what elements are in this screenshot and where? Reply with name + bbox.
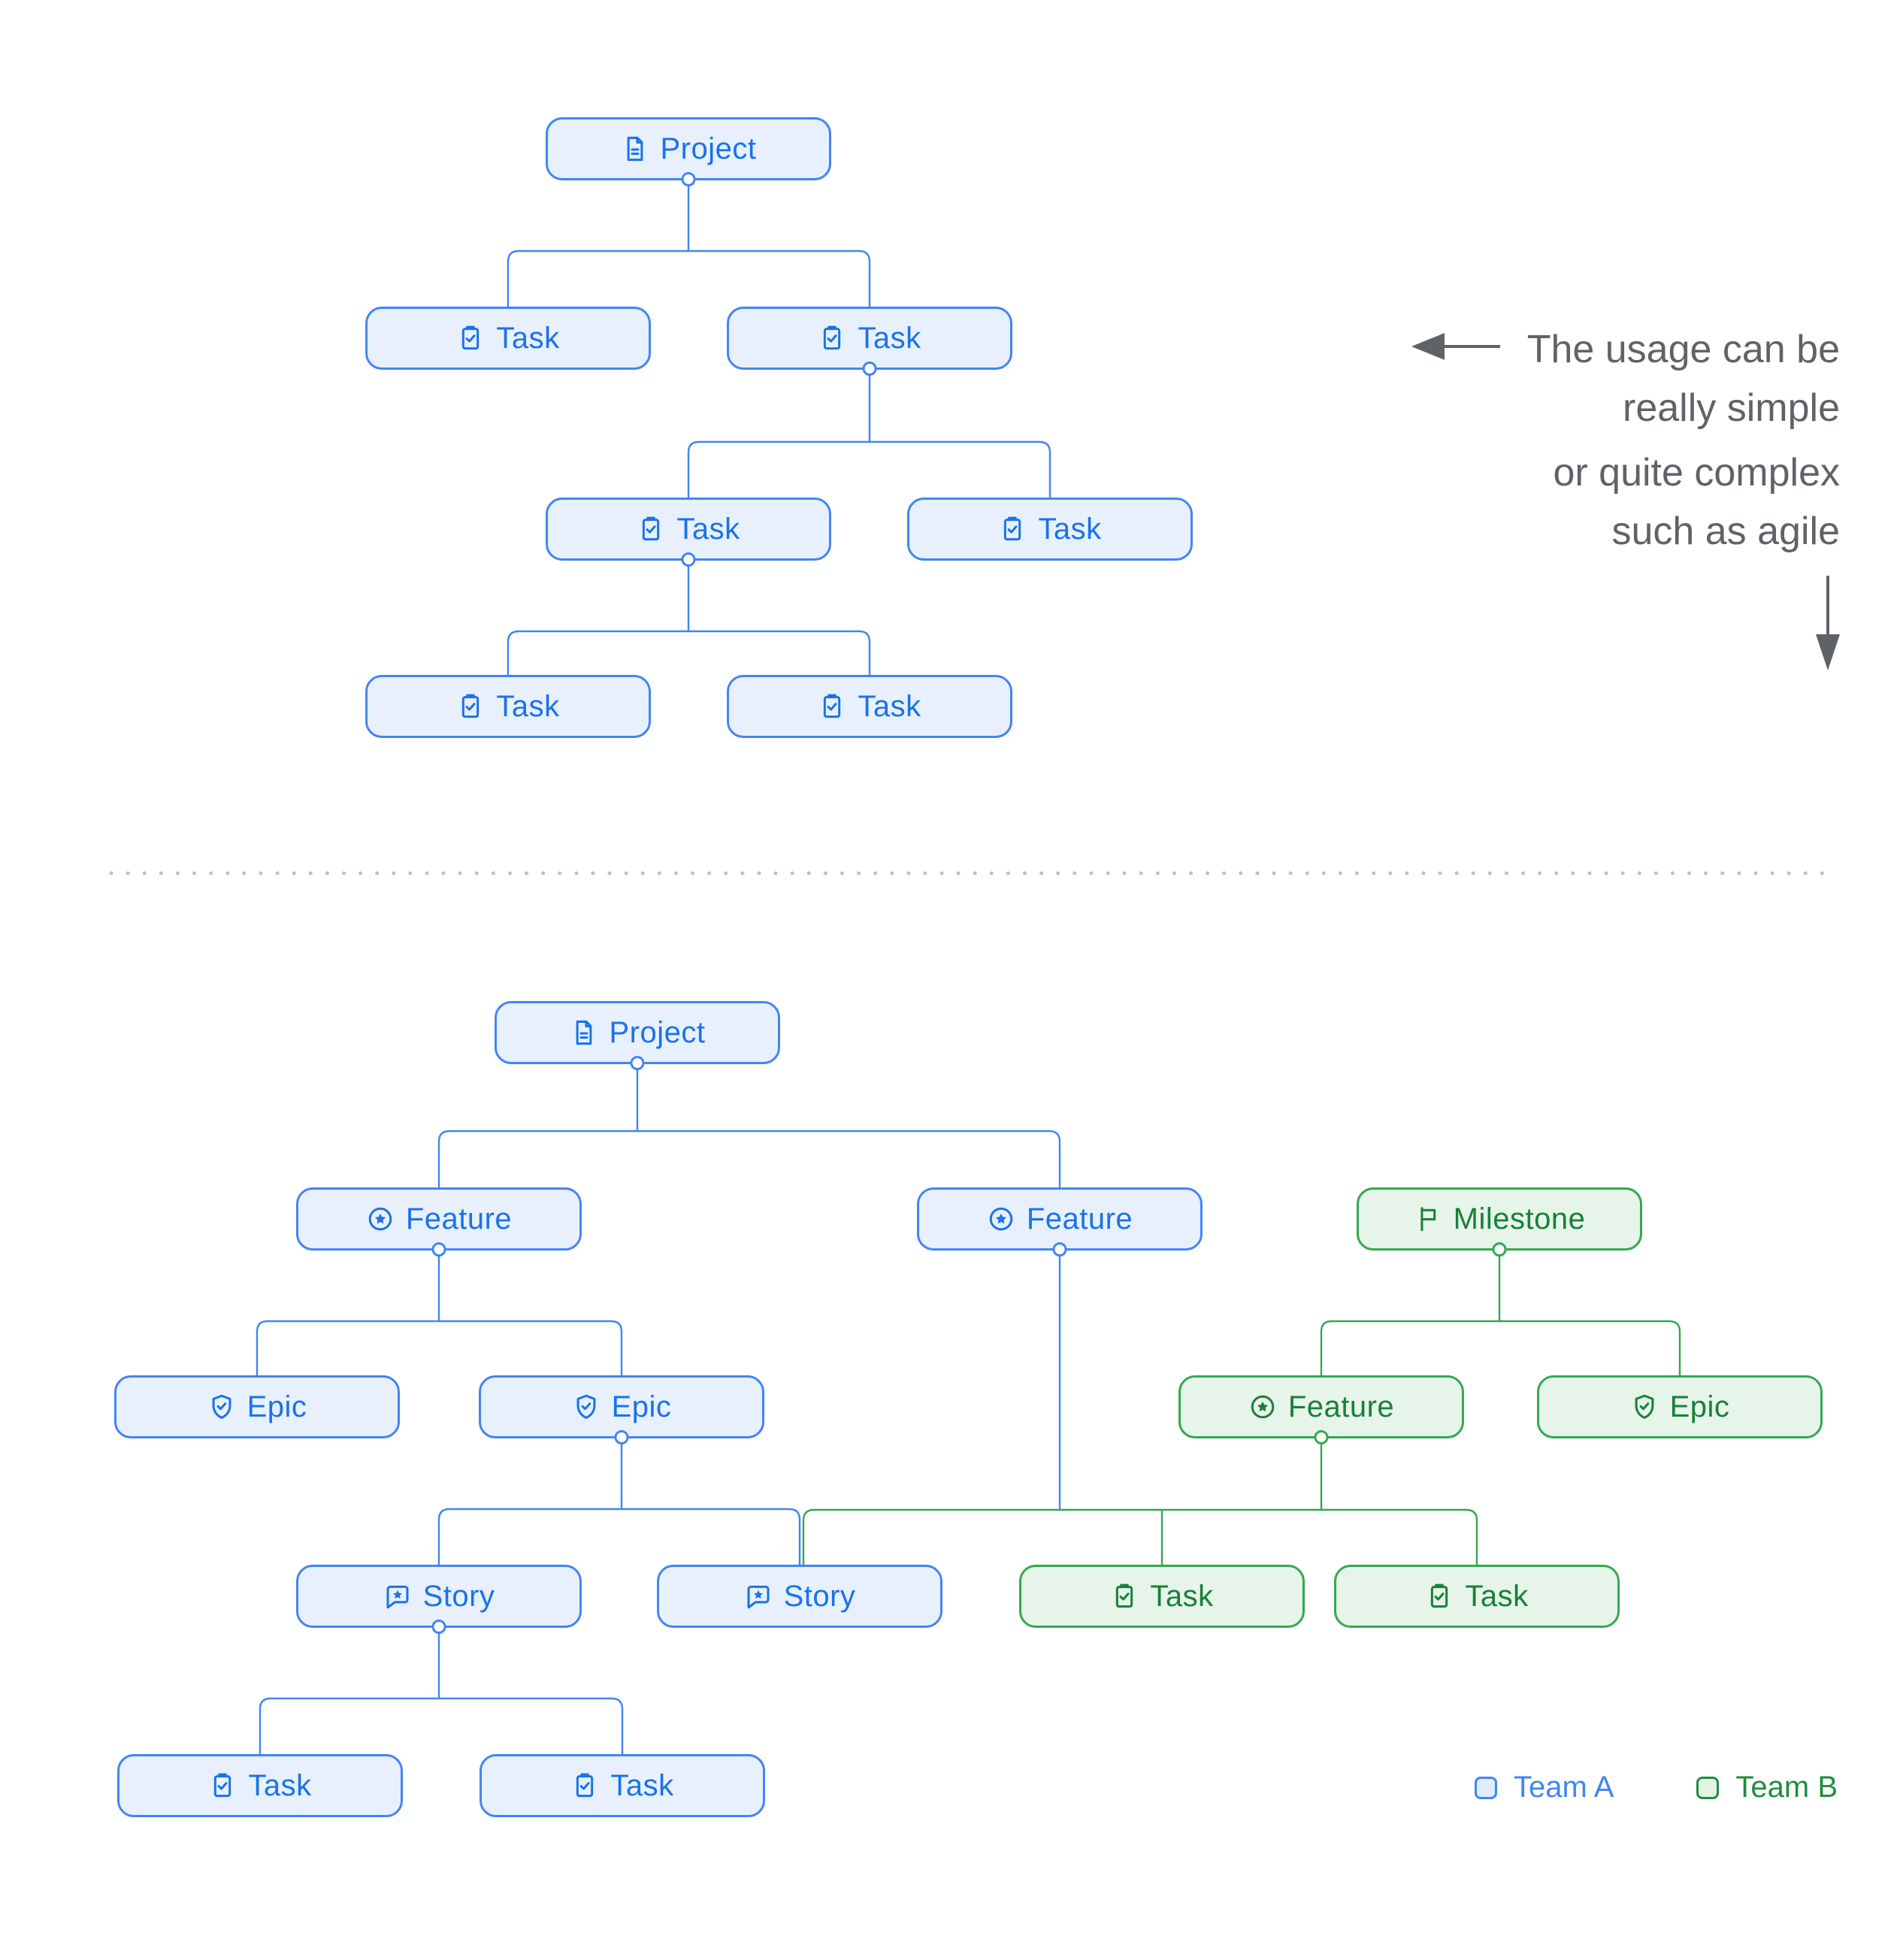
connector-port: [614, 1430, 629, 1444]
node-task-l1-right[interactable]: Task: [727, 307, 1012, 376]
node-story-2[interactable]: Story: [657, 1565, 942, 1628]
node-label: Epic: [247, 1390, 307, 1423]
node-feature-team-b[interactable]: Feature: [1178, 1375, 1464, 1444]
down-arrow: [1816, 576, 1840, 670]
node-task-bottom-1[interactable]: Task: [117, 1754, 403, 1817]
node-story-1[interactable]: Story: [296, 1565, 582, 1634]
shield-check-icon: [572, 1393, 601, 1421]
task-check-icon: [998, 515, 1027, 543]
node-task-bottom-2[interactable]: Task: [480, 1754, 765, 1817]
legend-label: Team A: [1514, 1771, 1614, 1804]
task-check-icon: [570, 1771, 599, 1800]
node-task-l1-left[interactable]: Task: [365, 307, 651, 370]
node-task-l2-left[interactable]: Task: [546, 498, 831, 567]
team-b-swatch: [1696, 1776, 1720, 1799]
node-label: Task: [1465, 1579, 1529, 1613]
connector-port: [1052, 1242, 1067, 1257]
story-bubble-icon: [383, 1582, 412, 1611]
node-label: Feature: [1026, 1202, 1133, 1236]
node-label: Task: [496, 321, 560, 355]
annotation-line: The usage can be: [1526, 328, 1840, 371]
connector-port: [1314, 1430, 1329, 1444]
node-label: Story: [783, 1579, 856, 1613]
annotation-line: or quite complex: [1553, 451, 1840, 495]
node-label: Task: [858, 321, 921, 355]
node-project-bottom[interactable]: Project: [495, 1001, 780, 1070]
node-label: Feature: [1287, 1390, 1395, 1423]
node-label: Milestone: [1453, 1202, 1586, 1236]
node-task-l3-right[interactable]: Task: [727, 675, 1012, 738]
node-feature-1[interactable]: Feature: [296, 1187, 582, 1257]
document-icon: [621, 135, 649, 163]
node-feature-2[interactable]: Feature: [917, 1187, 1203, 1257]
connector-port: [681, 552, 696, 567]
shield-check-icon: [207, 1393, 236, 1421]
task-check-icon: [637, 515, 665, 543]
node-label: Task: [1038, 512, 1102, 546]
task-check-icon: [1110, 1582, 1139, 1611]
annotation-line: really simple: [1623, 386, 1840, 430]
node-epic-team-b[interactable]: Epic: [1537, 1375, 1823, 1438]
legend-team-a: Team A: [1475, 1771, 1614, 1804]
bottom-tree-connectors-team-a: [256, 1064, 1061, 1754]
node-label: Task: [496, 689, 560, 723]
node-task-l3-left[interactable]: Task: [365, 675, 651, 738]
node-label: Story: [422, 1579, 495, 1613]
annotation-line: such as agile: [1611, 510, 1840, 553]
node-epic-1[interactable]: Epic: [114, 1375, 400, 1438]
flag-icon: [1414, 1205, 1442, 1233]
node-label: Task: [1150, 1579, 1214, 1613]
node-label: Task: [858, 689, 921, 723]
bottom-tree-connectors-team-b: [802, 1251, 1681, 1565]
task-check-icon: [456, 692, 485, 721]
annotation-complex: or quite complex such as agile: [1553, 443, 1840, 561]
top-tree-connectors: [507, 180, 1051, 675]
task-check-icon: [1425, 1582, 1454, 1611]
task-check-icon: [456, 324, 485, 352]
task-check-icon: [818, 324, 846, 352]
node-milestone[interactable]: Milestone: [1357, 1187, 1642, 1257]
legend: Team A Team B: [1475, 1771, 1838, 1804]
connector-port: [681, 172, 696, 186]
node-label: Task: [248, 1768, 312, 1802]
shield-check-icon: [1630, 1393, 1659, 1421]
node-label: Epic: [1669, 1390, 1730, 1423]
node-label: Epic: [611, 1390, 672, 1423]
connector-port: [1492, 1242, 1507, 1257]
connector-port: [431, 1620, 446, 1634]
task-check-icon: [818, 692, 846, 721]
connector-port: [630, 1056, 645, 1070]
star-circle-icon: [1248, 1393, 1277, 1421]
node-task-team-b-1[interactable]: Task: [1019, 1565, 1305, 1628]
story-bubble-icon: [744, 1582, 773, 1611]
legend-label: Team B: [1735, 1771, 1838, 1804]
node-label: Task: [676, 512, 740, 546]
annotation-simple: The usage can be really simple: [1527, 320, 1840, 437]
team-a-swatch: [1475, 1776, 1497, 1799]
node-label: Task: [610, 1768, 674, 1802]
task-check-icon: [208, 1771, 237, 1800]
node-task-team-b-2[interactable]: Task: [1334, 1565, 1620, 1628]
legend-team-b: Team B: [1696, 1771, 1838, 1804]
node-project-top[interactable]: Project: [546, 117, 831, 186]
connector-port: [431, 1242, 446, 1257]
node-task-l2-right[interactable]: Task: [907, 498, 1193, 561]
node-epic-2[interactable]: Epic: [479, 1375, 764, 1444]
star-circle-icon: [987, 1205, 1015, 1233]
node-label: Project: [609, 1015, 706, 1049]
node-label: Project: [660, 132, 757, 165]
left-arrow: [1411, 333, 1500, 360]
node-label: Feature: [405, 1202, 513, 1236]
connector-port: [862, 361, 877, 376]
document-icon: [570, 1018, 598, 1047]
star-circle-icon: [366, 1205, 395, 1233]
